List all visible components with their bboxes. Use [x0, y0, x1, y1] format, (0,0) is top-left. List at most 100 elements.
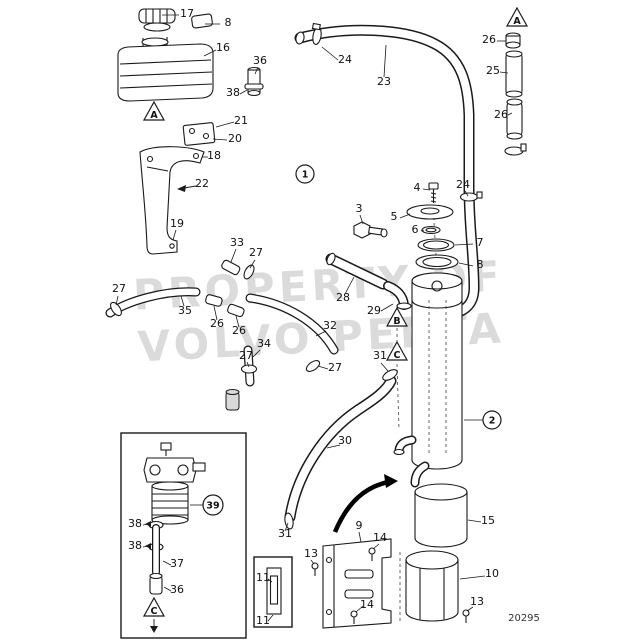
fitting-3	[353, 221, 388, 239]
expansion-tank	[117, 37, 214, 102]
callout-28: 28	[336, 291, 350, 304]
connector-26d	[227, 303, 245, 318]
tank-side-port	[393, 435, 417, 456]
pointer-arrow-22	[177, 185, 197, 192]
ref-triangle-C: C	[142, 596, 166, 617]
hose-32	[245, 293, 339, 355]
callout-27: 27	[249, 246, 263, 259]
cap-plate-5	[406, 204, 454, 220]
callout-34: 34	[257, 337, 271, 350]
callout-27: 27	[112, 282, 126, 295]
bracket-plate-20	[182, 122, 216, 146]
svg-text:39: 39	[206, 501, 219, 512]
elbow-29	[383, 281, 412, 310]
callout-22: 22	[195, 177, 209, 190]
mounting-bracket-18	[139, 146, 205, 255]
hose-clamp-27a	[110, 301, 122, 317]
callout-3: 3	[356, 202, 363, 215]
svg-text:2: 2	[489, 416, 496, 427]
hose-28	[325, 252, 389, 290]
callout-13: 13	[304, 547, 318, 560]
hose-clamp-31a	[382, 369, 398, 381]
screw-14a	[368, 547, 376, 561]
screw-13a	[311, 562, 319, 576]
fitting-36b	[149, 572, 163, 595]
callout-5: 5	[391, 210, 398, 223]
callout-24: 24	[338, 53, 352, 66]
leader-lines	[115, 14, 513, 622]
callout-37: 37	[170, 557, 184, 570]
expansion-tank-cap	[138, 8, 176, 32]
callout-23: 23	[377, 75, 391, 88]
pipe-25	[505, 50, 523, 98]
hose-30	[284, 375, 397, 523]
svg-text:A: A	[150, 110, 158, 121]
hose-clamp-right	[504, 143, 527, 156]
callout-layer: 1781636382120182219242326252624435678332…	[112, 6, 529, 627]
callout-26: 26	[494, 108, 508, 121]
callout-35: 35	[178, 304, 192, 317]
connector-33	[221, 259, 241, 276]
callout-11: 11	[256, 571, 270, 584]
seal-ring-6	[421, 225, 441, 235]
ref-triangle-C: C	[385, 340, 409, 361]
hose-clamp-27c	[240, 364, 258, 374]
tank-bottom-elbow	[410, 461, 430, 488]
cap-gasket	[191, 13, 213, 29]
callout-26: 26	[210, 317, 224, 330]
callout-13: 13	[470, 595, 484, 608]
callout-17: 17	[180, 7, 194, 20]
callout-36: 36	[253, 54, 267, 67]
callout-33: 33	[230, 236, 244, 249]
callout-36: 36	[170, 583, 184, 596]
ref-triangle-A: A	[505, 6, 529, 27]
callout-8: 8	[225, 16, 232, 29]
callout-21: 21	[234, 114, 248, 127]
hose-clamp-24a	[311, 22, 322, 45]
callout-8: 8	[477, 258, 484, 271]
hose-26-lower	[506, 98, 523, 140]
hose-clamp-27d	[305, 360, 321, 372]
bolt-4	[428, 182, 439, 203]
callout-16: 16	[216, 41, 230, 54]
ref-triangle-B: B	[385, 306, 409, 327]
callout-29: 29	[367, 304, 381, 317]
callout-19: 19	[170, 217, 184, 230]
callout-38: 38	[128, 539, 142, 552]
callout-24: 24	[456, 178, 470, 191]
callout-7: 7	[477, 236, 484, 249]
callout-4: 4	[414, 181, 421, 194]
callout-20: 20	[228, 132, 242, 145]
drawing-number: 20295	[508, 613, 540, 624]
callout-25: 25	[486, 64, 500, 77]
hose-23	[294, 24, 480, 320]
callout-30: 30	[338, 434, 352, 447]
bracket-9	[322, 538, 392, 629]
svg-text:1: 1	[302, 170, 309, 181]
callout-31: 31	[278, 527, 292, 540]
callout-11: 11	[256, 614, 270, 627]
callout-9: 9	[356, 519, 363, 532]
callout-18: 18	[207, 149, 221, 162]
level-sensor-36	[244, 66, 264, 97]
sleeve-15	[414, 483, 468, 548]
callout-6: 6	[412, 223, 419, 236]
callout-27: 27	[328, 361, 342, 374]
connector-26c	[205, 294, 223, 307]
hose-clamp-24b	[459, 191, 483, 202]
screw-13b	[462, 609, 470, 623]
callout-38: 38	[128, 517, 142, 530]
ref-circle-2: 2	[482, 410, 502, 430]
coolant-tank-2	[411, 272, 463, 470]
hose-clamp-27b	[243, 264, 255, 280]
inset-box	[120, 432, 247, 639]
callout-32: 32	[323, 319, 337, 332]
callout-31: 31	[373, 349, 387, 362]
callout-26: 26	[232, 324, 246, 337]
rotation-arrow	[332, 474, 398, 533]
callout-26: 26	[482, 33, 496, 46]
ref-circle-1: 1	[295, 164, 315, 184]
nipple-fitting	[225, 389, 240, 411]
